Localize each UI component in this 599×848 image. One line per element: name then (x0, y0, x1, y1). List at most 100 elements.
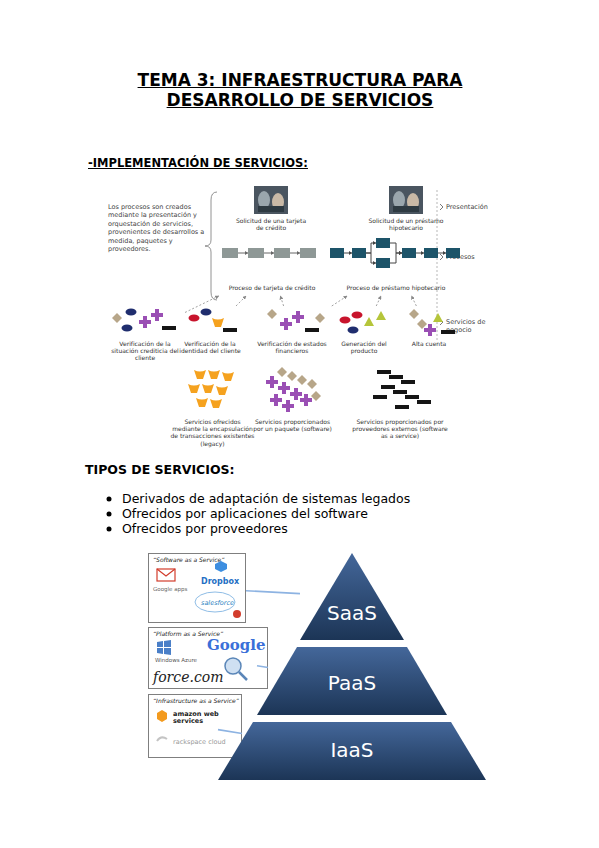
business-service: Verificación de la situación crediticia … (105, 306, 185, 358)
node-label: Proceso de tarjeta de crédito (218, 284, 326, 291)
service-symbol (381, 385, 395, 389)
photo-desk (393, 206, 419, 212)
service-symbol (364, 317, 374, 326)
service-arrow (412, 296, 417, 306)
service-symbol (433, 313, 443, 322)
flow-arrow (399, 251, 402, 255)
node-graphic (250, 366, 335, 448)
service-symbol (112, 313, 122, 323)
service-symbol (270, 394, 282, 406)
service-symbol (376, 311, 386, 320)
node-label: Solicitud de un préstamo hipotecario (366, 217, 446, 231)
flow-arrow (421, 251, 424, 255)
business-service: Verificación de la identidad del cliente (178, 306, 242, 358)
aws-icon (157, 710, 167, 722)
service-symbol (122, 325, 133, 332)
section-heading: TIPOS DE SERVICIOS: (85, 462, 235, 477)
node-label: “Infrastructure as a Service” (153, 697, 239, 704)
service-symbol (393, 390, 407, 394)
bullet-dot (107, 497, 112, 502)
flow-arrow (271, 251, 274, 255)
service-symbol (352, 312, 363, 319)
service-symbol (126, 309, 137, 316)
chevron (440, 204, 443, 210)
service-symbol (202, 384, 214, 393)
service-symbol (212, 318, 224, 327)
service-symbol (305, 328, 319, 332)
callout-box: “Software as a Service”Google appsDropbo… (148, 553, 246, 623)
service-symbol (287, 371, 297, 381)
process-flow: Proceso de préstamo hipotecario (328, 232, 464, 296)
service-symbol (223, 328, 237, 332)
node-label: “Platform as a Service” (153, 630, 223, 637)
photo (389, 186, 423, 214)
pyramid-layer: IaaS (218, 722, 486, 780)
pyramid-shape (300, 553, 404, 640)
node-label: SaaS (300, 603, 404, 623)
process-step (376, 258, 390, 268)
service-symbol (201, 309, 212, 316)
logo-text: force.com (153, 670, 223, 684)
service-symbol (307, 379, 317, 389)
node-graphic (400, 306, 458, 358)
node-label: Verificación de la situación crediticia … (105, 340, 185, 362)
bullet-item: Ofrecidos por aplicaciones del software (122, 506, 368, 521)
node-label: Servicios proporcionados por proveedores… (350, 418, 450, 440)
flow-line (390, 253, 402, 263)
bullet-dot (107, 527, 112, 532)
service-symbol (292, 311, 304, 323)
service-symbol (194, 370, 206, 379)
description-note: Los procesos son creados mediante la pre… (108, 203, 206, 254)
service-symbol (315, 313, 325, 323)
logo-text: amazon web services (173, 711, 233, 725)
node-label: PaaS (257, 673, 447, 693)
service-source: Servicios ofrecidos mediante la encapsul… (170, 366, 255, 448)
node-label: Verificación de estados financieros (252, 340, 332, 354)
callout-pointer (246, 591, 300, 594)
callout-box: “Infrastructure as a Service” amazon web … (148, 694, 242, 758)
service-symbol (340, 317, 351, 324)
service-symbol (401, 380, 415, 384)
process-step (330, 248, 344, 258)
rackspace-icon (157, 737, 167, 741)
process-step (248, 248, 264, 258)
flow-arrow (297, 251, 300, 255)
service-symbol (277, 367, 287, 377)
business-service: Generación del producto (335, 306, 393, 358)
service-symbol (216, 386, 228, 395)
service-symbol (424, 324, 436, 336)
service-symbol (189, 315, 200, 322)
photo (254, 186, 288, 214)
windows-icon (157, 640, 171, 655)
process-step (376, 238, 390, 248)
process-step (446, 248, 460, 258)
flow-arrow (443, 251, 446, 255)
logo-mark (233, 610, 241, 618)
node-label: Proceso de préstamo hipotecario (328, 284, 464, 291)
service-symbol (377, 370, 391, 374)
gmail-icon (157, 569, 175, 576)
pyramid-layer: PaaS (257, 647, 447, 715)
callout-box: “Platform as a Service”GoogleWindows Azu… (148, 627, 268, 689)
flow-line (366, 243, 376, 253)
business-service: Verificación de estados financieros (252, 306, 332, 358)
presentation-item: Solicitud de un préstamo hipotecario (366, 186, 446, 234)
service-symbol (210, 399, 222, 408)
process-step (424, 248, 438, 258)
chevron (440, 254, 443, 260)
service-symbol (278, 382, 290, 394)
brace (205, 192, 217, 300)
service-symbol (188, 384, 200, 393)
flow-arrow (373, 241, 376, 245)
service-symbol (162, 326, 176, 330)
service-symbol (389, 375, 403, 379)
process-step (222, 248, 238, 258)
logo-text: Google (207, 638, 266, 653)
service-symbol (222, 372, 234, 381)
service-arrow (332, 296, 347, 306)
process-flow: Proceso de tarjeta de crédito (218, 244, 326, 296)
process-step (300, 248, 316, 258)
flow-arrow (349, 251, 352, 255)
bullet-dot (107, 512, 112, 517)
